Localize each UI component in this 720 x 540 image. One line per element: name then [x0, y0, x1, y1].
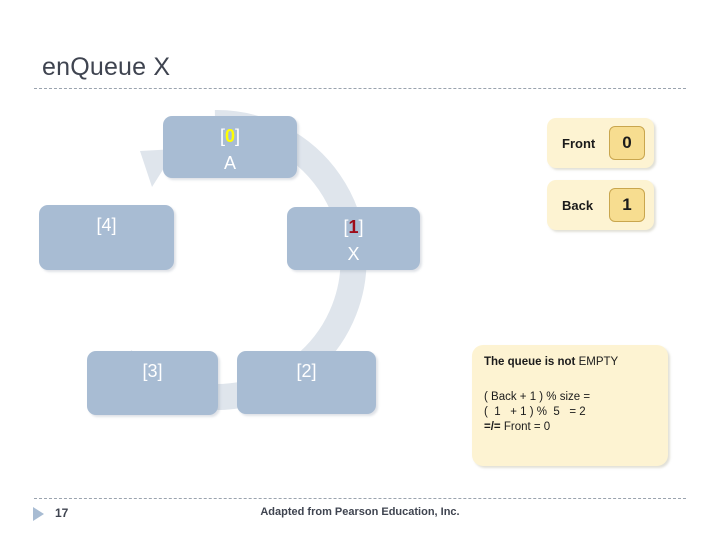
queue-state-headline: The queue is not EMPTY — [484, 355, 660, 369]
formula-line-3-rest: Front = 0 — [500, 421, 551, 433]
queue-cell-2-index: [2] — [296, 361, 317, 381]
title-divider — [34, 88, 686, 89]
formula-line-1: ( Back + 1 ) % size = — [484, 391, 591, 403]
page-number: 17 — [55, 506, 69, 520]
queue-cell-1-index: [1] — [343, 217, 364, 237]
front-pointer-box[interactable]: Front 0 — [547, 118, 654, 168]
queue-cell-0-value: A — [223, 153, 236, 173]
queue-state-note: The queue is not EMPTY ( Back + 1 ) % si… — [472, 345, 668, 466]
queue-cell-4[interactable]: [4] — [39, 205, 174, 270]
queue-cell-0[interactable]: [0] A — [163, 116, 297, 178]
back-pointer-label: Back — [562, 197, 594, 213]
queue-cell-1-index-number: 1 — [348, 217, 359, 237]
queue-cell-0-index-number: 0 — [224, 126, 235, 146]
play-triangle-icon — [33, 507, 44, 521]
formula-line-2: ( 1 + 1 ) % 5 = 2 — [484, 406, 586, 418]
queue-state-headline-not: not — [557, 356, 576, 368]
queue-state-headline-empty: EMPTY — [575, 356, 619, 368]
queue-cell-0-index: [0] — [219, 126, 241, 146]
queue-cell-4-index: [4] — [96, 215, 117, 235]
queue-cell-3-index: [3] — [142, 361, 163, 381]
back-pointer-value: 1 — [609, 188, 645, 222]
page-title: enQueue X — [42, 53, 171, 81]
back-pointer-box[interactable]: Back 1 — [547, 180, 654, 230]
footer-credit: Adapted from Pearson Education, Inc. — [260, 506, 460, 518]
front-pointer-label: Front — [562, 135, 596, 151]
queue-state-formula: ( Back + 1 ) % size = ( 1 + 1 ) % 5 = 2 … — [484, 390, 660, 435]
formula-not-equal-operator: =/= — [484, 421, 501, 433]
queue-cell-1[interactable]: [1] X — [287, 207, 420, 270]
queue-cell-1-value: X — [347, 244, 360, 264]
queue-state-headline-part1: The queue is — [484, 356, 558, 368]
front-pointer-value: 0 — [609, 126, 645, 160]
queue-cell-3[interactable]: [3] — [87, 351, 218, 415]
queue-cell-2[interactable]: [2] — [237, 351, 376, 414]
footer-divider — [34, 498, 686, 499]
